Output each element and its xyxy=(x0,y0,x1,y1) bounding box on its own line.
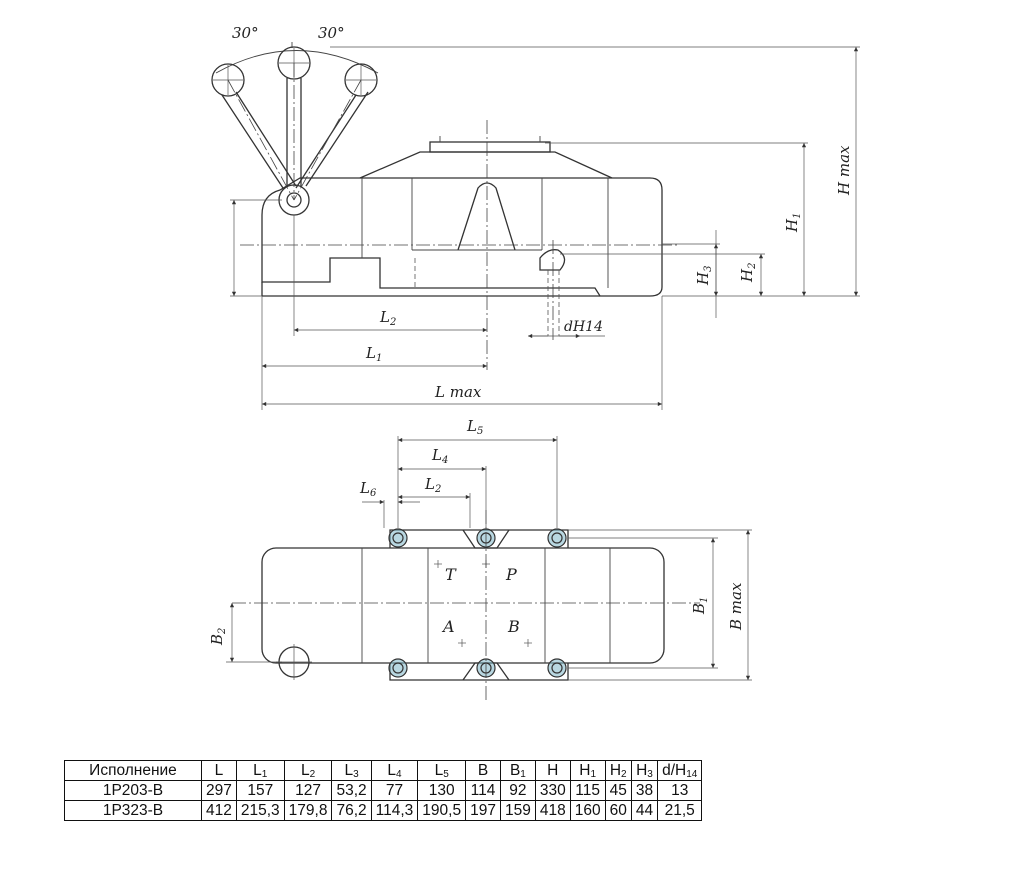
table-cell: 38 xyxy=(630,780,659,801)
port-b-label: B xyxy=(507,617,520,636)
header-cell: B xyxy=(465,760,501,781)
table-cell: 13 xyxy=(657,780,703,801)
table-cell: 44 xyxy=(630,800,659,821)
b1-label: B1 xyxy=(690,597,710,615)
header-cell: L3 xyxy=(331,760,372,781)
l5-label: L5 xyxy=(466,417,483,437)
header-cell: L2 xyxy=(283,760,333,781)
table-cell: 60 xyxy=(604,800,632,821)
h1-label: H1 xyxy=(783,213,803,233)
h2-label: H2 xyxy=(738,263,758,283)
bmax-label: B max xyxy=(727,582,745,631)
header-cell: Исполнение xyxy=(64,760,202,781)
l4-label: L4 xyxy=(431,446,448,466)
table-cell: 418 xyxy=(534,800,571,821)
table-cell: 179,8 xyxy=(283,800,333,821)
port-t-label: T xyxy=(445,565,457,584)
table-row: 1Р203-В 297 157 127 53,2 77 130 114 92 3… xyxy=(64,780,703,801)
table-cell: 190,5 xyxy=(417,800,467,821)
angle-right-label: 30° xyxy=(318,24,345,42)
l2-label-top: L2 xyxy=(424,475,441,495)
table-cell: 77 xyxy=(370,780,419,801)
header-cell: H xyxy=(534,760,571,781)
port-p-label: P xyxy=(505,565,517,584)
side-view: 30° 30° xyxy=(211,24,860,410)
header-cell: L4 xyxy=(370,760,419,781)
dimensions-table: Исполнение L L1 L2 L3 L4 L5 B B1 H H1 H2… xyxy=(64,760,703,821)
table-cell: 197 xyxy=(465,800,501,821)
table-header-row: Исполнение L L1 L2 L3 L4 L5 B B1 H H1 H2… xyxy=(64,760,703,781)
header-cell: H1 xyxy=(569,760,606,781)
table-cell: 53,2 xyxy=(331,780,372,801)
header-cell: L5 xyxy=(417,760,467,781)
dimensions-table-container: Исполнение L L1 L2 L3 L4 L5 B B1 H H1 H2… xyxy=(64,760,703,821)
table-cell: 1Р203-В xyxy=(64,780,202,801)
angle-left-label: 30° xyxy=(232,24,259,42)
table-cell: 297 xyxy=(201,780,237,801)
table-cell: 330 xyxy=(534,780,571,801)
table-cell: 130 xyxy=(417,780,467,801)
table-cell: 215,3 xyxy=(235,800,285,821)
table-cell: 159 xyxy=(499,800,536,821)
table-cell: 114 xyxy=(465,780,501,801)
table-cell: 92 xyxy=(499,780,536,801)
valve-body-top xyxy=(261,547,665,664)
handle-positions xyxy=(211,46,378,201)
header-cell: L xyxy=(201,760,237,781)
technical-drawing: 30° 30° xyxy=(208,24,860,700)
table-cell: 115 xyxy=(569,780,606,801)
hmax-label: H max xyxy=(835,145,853,196)
h3-label: H3 xyxy=(694,266,714,286)
header-cell: H2 xyxy=(604,760,632,781)
table-row: 1Р323-В 412 215,3 179,8 76,2 114,3 190,5… xyxy=(64,800,703,821)
table-cell: 21,5 xyxy=(657,800,703,821)
header-cell: d/H14 xyxy=(657,760,703,781)
l6-label: L6 xyxy=(359,479,377,499)
dh14-label: dH14 xyxy=(564,319,603,335)
table-cell: 160 xyxy=(569,800,606,821)
table-cell: 114,3 xyxy=(370,800,419,821)
header-cell: H3 xyxy=(630,760,659,781)
top-view: T P A B L5 L4 L2 xyxy=(208,417,752,700)
table-cell: 76,2 xyxy=(331,800,372,821)
l2-label-side: L2 xyxy=(379,308,396,328)
header-cell: B1 xyxy=(499,760,536,781)
header-cell: L1 xyxy=(235,760,285,781)
b2-label: B2 xyxy=(208,628,228,646)
table-cell: 412 xyxy=(201,800,237,821)
table-cell: 45 xyxy=(604,780,632,801)
table-cell: 1Р323-В xyxy=(64,800,202,821)
table-cell: 127 xyxy=(283,780,333,801)
l1-label-side: L1 xyxy=(365,344,382,364)
lmax-label: L max xyxy=(434,383,482,401)
table-cell: 157 xyxy=(235,780,285,801)
port-a-label: A xyxy=(441,617,455,636)
